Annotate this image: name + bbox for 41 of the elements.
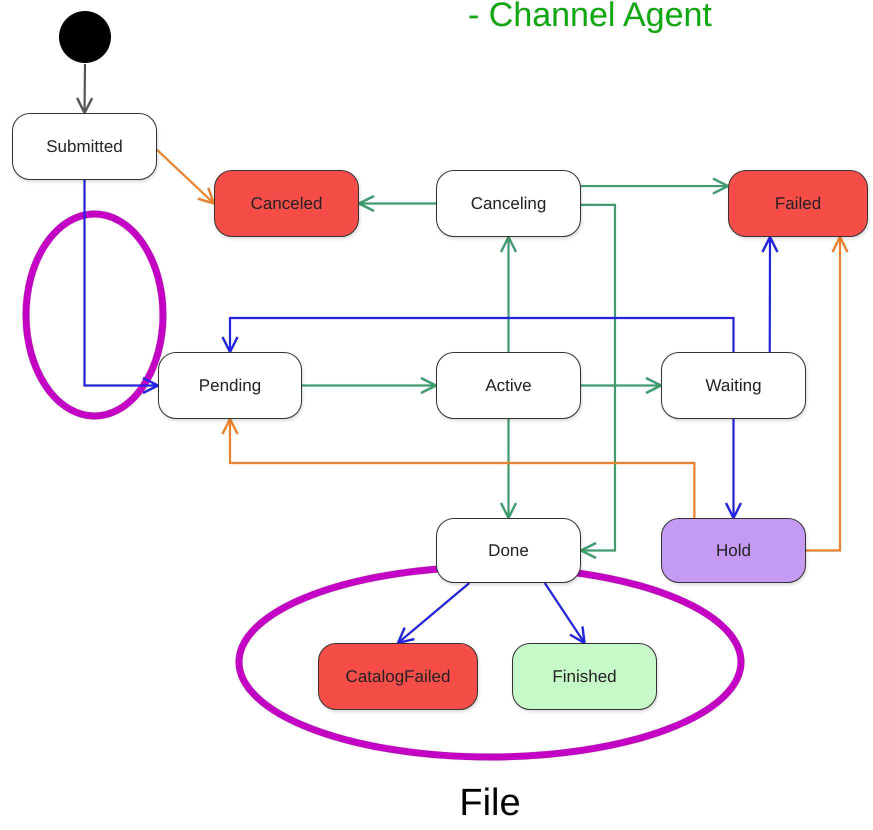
state-box <box>436 352 581 419</box>
state-label: Canceling <box>470 194 546 214</box>
arrow <box>544 582 586 644</box>
heading-text: - Channel Agent <box>468 0 712 35</box>
arrow <box>580 204 616 560</box>
arrow <box>500 236 518 352</box>
state-label: CatalogFailed <box>346 666 450 686</box>
state-label: Waiting <box>705 376 762 396</box>
arrow <box>302 376 438 394</box>
state-label: Submitted <box>46 136 123 156</box>
arrow <box>396 582 470 644</box>
arrow <box>221 316 735 354</box>
arrow <box>806 236 849 552</box>
arrow <box>76 64 94 114</box>
state-label: Canceled <box>250 194 322 214</box>
state-box <box>214 170 359 237</box>
state-box <box>12 113 157 180</box>
arrow <box>156 149 216 205</box>
arrow <box>500 419 518 520</box>
state-label: Failed <box>774 194 822 214</box>
arrow <box>581 376 662 394</box>
arrow <box>761 236 779 352</box>
state-box <box>661 352 806 419</box>
state-box <box>661 518 806 583</box>
arrow <box>358 194 436 212</box>
state-box <box>158 352 302 419</box>
arrow <box>724 419 742 520</box>
state-label: Active <box>485 376 532 396</box>
state-label: Pending <box>198 376 262 396</box>
ellipse-caption: File <box>459 782 521 825</box>
arrow <box>581 177 730 195</box>
state-label: Finished <box>552 666 617 686</box>
state-box <box>512 643 657 710</box>
state-box <box>728 170 868 237</box>
state-box <box>436 170 581 237</box>
arrow <box>221 418 696 518</box>
state-label: Hold <box>716 540 751 560</box>
state-box <box>318 643 478 710</box>
state-box <box>436 518 581 583</box>
state-label: Done <box>488 540 529 560</box>
arrow <box>83 180 160 394</box>
